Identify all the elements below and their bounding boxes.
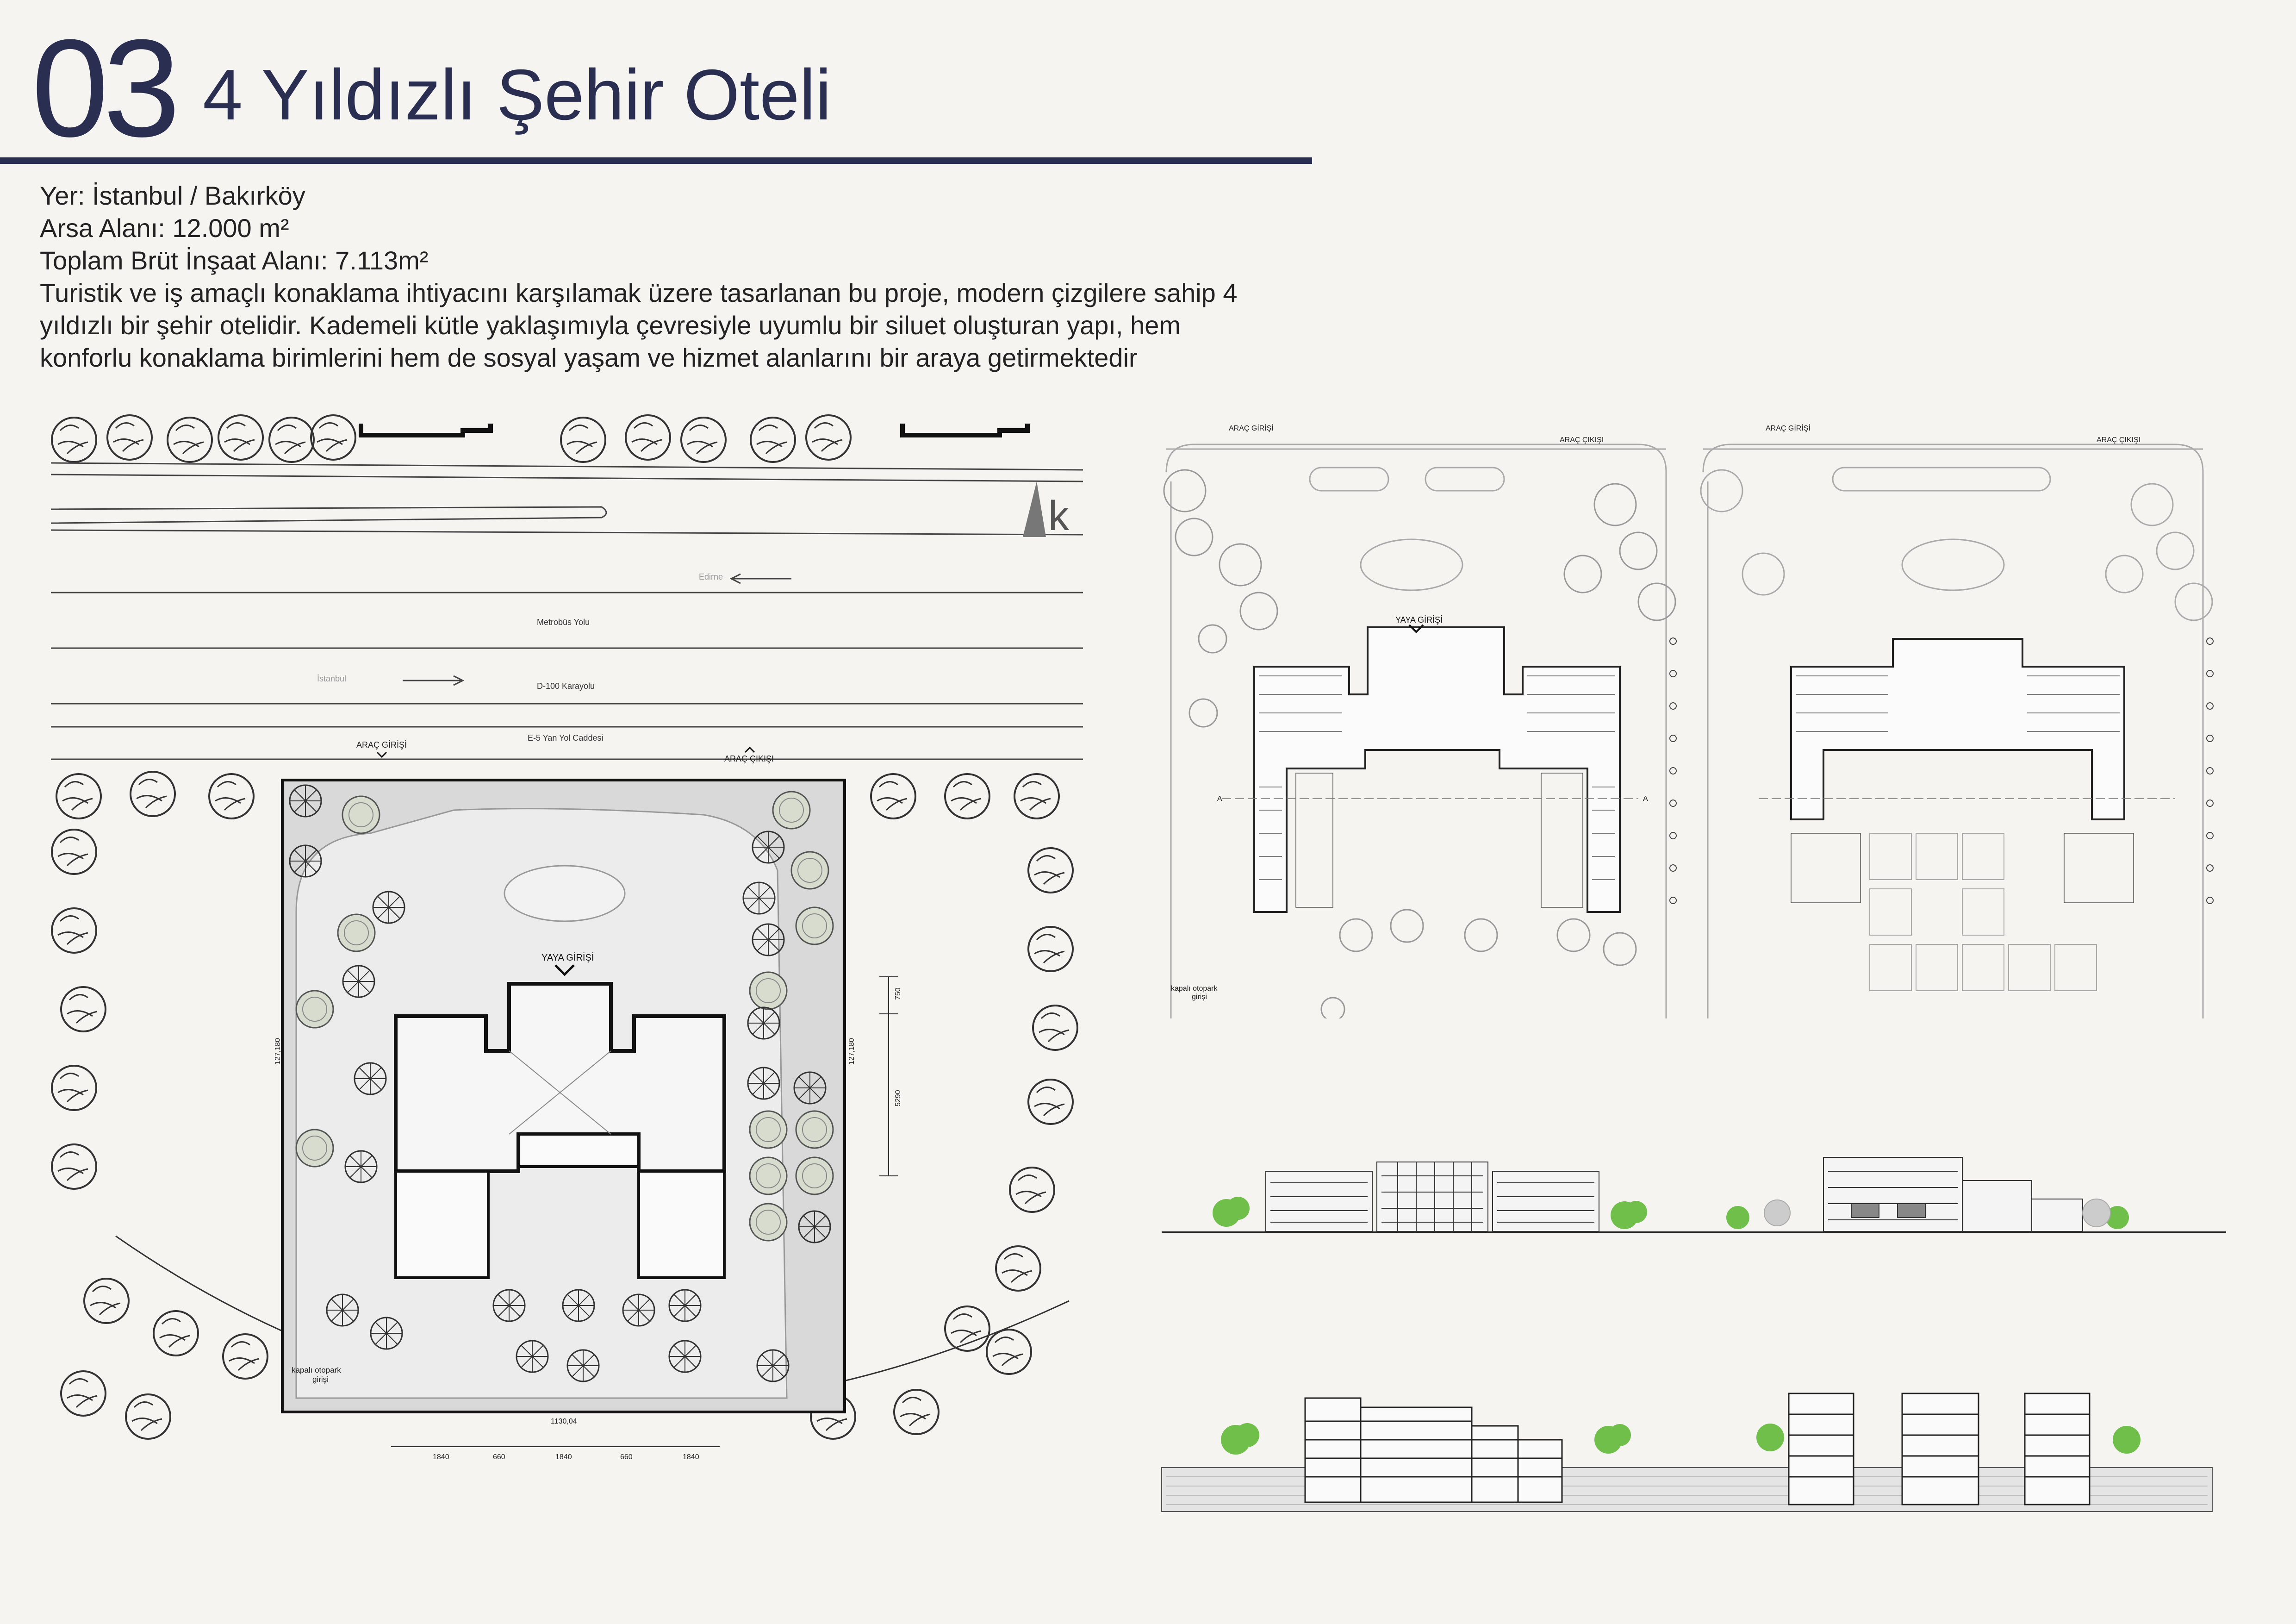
gf-vehicle-exit: ARAÇ ÇIKIŞI: [1560, 436, 1604, 444]
description-line-3: konforlu konaklama birimlerini hem de so…: [40, 343, 1138, 372]
dim-width: 1130,04: [551, 1418, 577, 1425]
ground-floor-plan: YAYA GİRİŞİ ARAÇ GİRİŞİ ARAÇ ÇIKIŞI A A …: [1163, 424, 1677, 1018]
typical-floor-building: [1790, 638, 2125, 820]
section-a-a: [1304, 1397, 1563, 1503]
road-e5: E-5 Yan Yol Caddesi: [528, 733, 603, 743]
tf-vehicle-exit: ARAÇ ÇIKIŞI: [2097, 436, 2140, 444]
north-arrow: [1023, 481, 1046, 537]
top-tree-row: [51, 414, 1030, 463]
vehicle-entry-label: ARAÇ GİRİŞİ: [356, 740, 407, 750]
side-elevation: [1823, 1157, 2083, 1232]
road-edirne: Edirne: [699, 572, 723, 581]
dim-bottom-5: 1840: [683, 1453, 699, 1461]
ground-floor-building: [1253, 626, 1621, 913]
north-letter: k: [1048, 493, 1070, 539]
typical-floor-plan: ARAÇ GİRİŞİ ARAÇ ÇIKIŞI: [1700, 424, 2214, 1018]
dim-bottom-3: 1840: [555, 1453, 572, 1461]
dim-depth-left: 127,180: [274, 1038, 282, 1065]
road-istanbul: İstanbul: [317, 674, 346, 683]
elevations: [1162, 1157, 2226, 1233]
dimension-lines: [391, 976, 898, 1447]
dim-bottom-1: 1840: [433, 1453, 449, 1461]
dim-bottom-4: 660: [620, 1453, 633, 1461]
gf-parking-entry-2: girişi: [1192, 993, 1207, 1001]
site-area-line: Arsa Alanı: 12.000 m²: [40, 213, 289, 243]
gf-section-a-right: A: [1643, 795, 1648, 803]
site-plan: k Edirne Metrobüs Yolu İstanbul D-100 Ka…: [50, 414, 1083, 1461]
gf-section-a-left: A: [1217, 795, 1222, 803]
description-line-2: yıldızlı bir şehir otelidir. Kademeli kü…: [40, 311, 1181, 340]
header-rule: [0, 157, 1312, 164]
sections: [1161, 1393, 2213, 1512]
dim-side-1: 750: [894, 987, 902, 1000]
dim-bottom-2: 660: [493, 1453, 505, 1461]
roads: [50, 462, 1083, 760]
tf-vehicle-entry: ARAÇ GİRİŞİ: [1766, 424, 1811, 432]
gf-parking-entry-1: kapalı otopark: [1171, 985, 1218, 993]
parking-entry-label-1: kapalı otopark: [292, 1366, 341, 1374]
road-d100: D-100 Karayolu: [537, 681, 595, 691]
gross-area-line: Toplam Brüt İnşaat Alanı: 7.113m²: [40, 246, 429, 275]
gf-vehicle-entry: ARAÇ GİRİŞİ: [1229, 424, 1274, 432]
gf-pedestrian-entry: YAYA GİRİŞİ: [1395, 615, 1443, 625]
parking-entry-label-2: girişi: [312, 1375, 329, 1384]
sheet-number: 03: [31, 10, 180, 166]
vehicle-exit-label: ARAÇ ÇIKIŞI: [724, 754, 774, 763]
front-elevation: [1265, 1162, 1599, 1232]
dim-side-2: 5290: [894, 1090, 902, 1106]
road-metrobus: Metrobüs Yolu: [537, 618, 590, 627]
hotel-building: [394, 982, 726, 1279]
location-line: Yer: İstanbul / Bakırköy: [40, 181, 305, 210]
project-info: Yer: İstanbul / Bakırköy Arsa Alanı: 12.…: [40, 180, 1326, 374]
section-b-b: [1788, 1393, 2091, 1505]
dim-depth-right: 127,180: [848, 1038, 856, 1065]
pedestrian-entry-label: YAYA GİRİŞİ: [541, 952, 594, 963]
description-line-1: Turistik ve iş amaçlı konaklama ihtiyacı…: [40, 278, 1238, 307]
sheet-title: 4 Yıldızlı Şehir Oteli: [203, 55, 832, 135]
